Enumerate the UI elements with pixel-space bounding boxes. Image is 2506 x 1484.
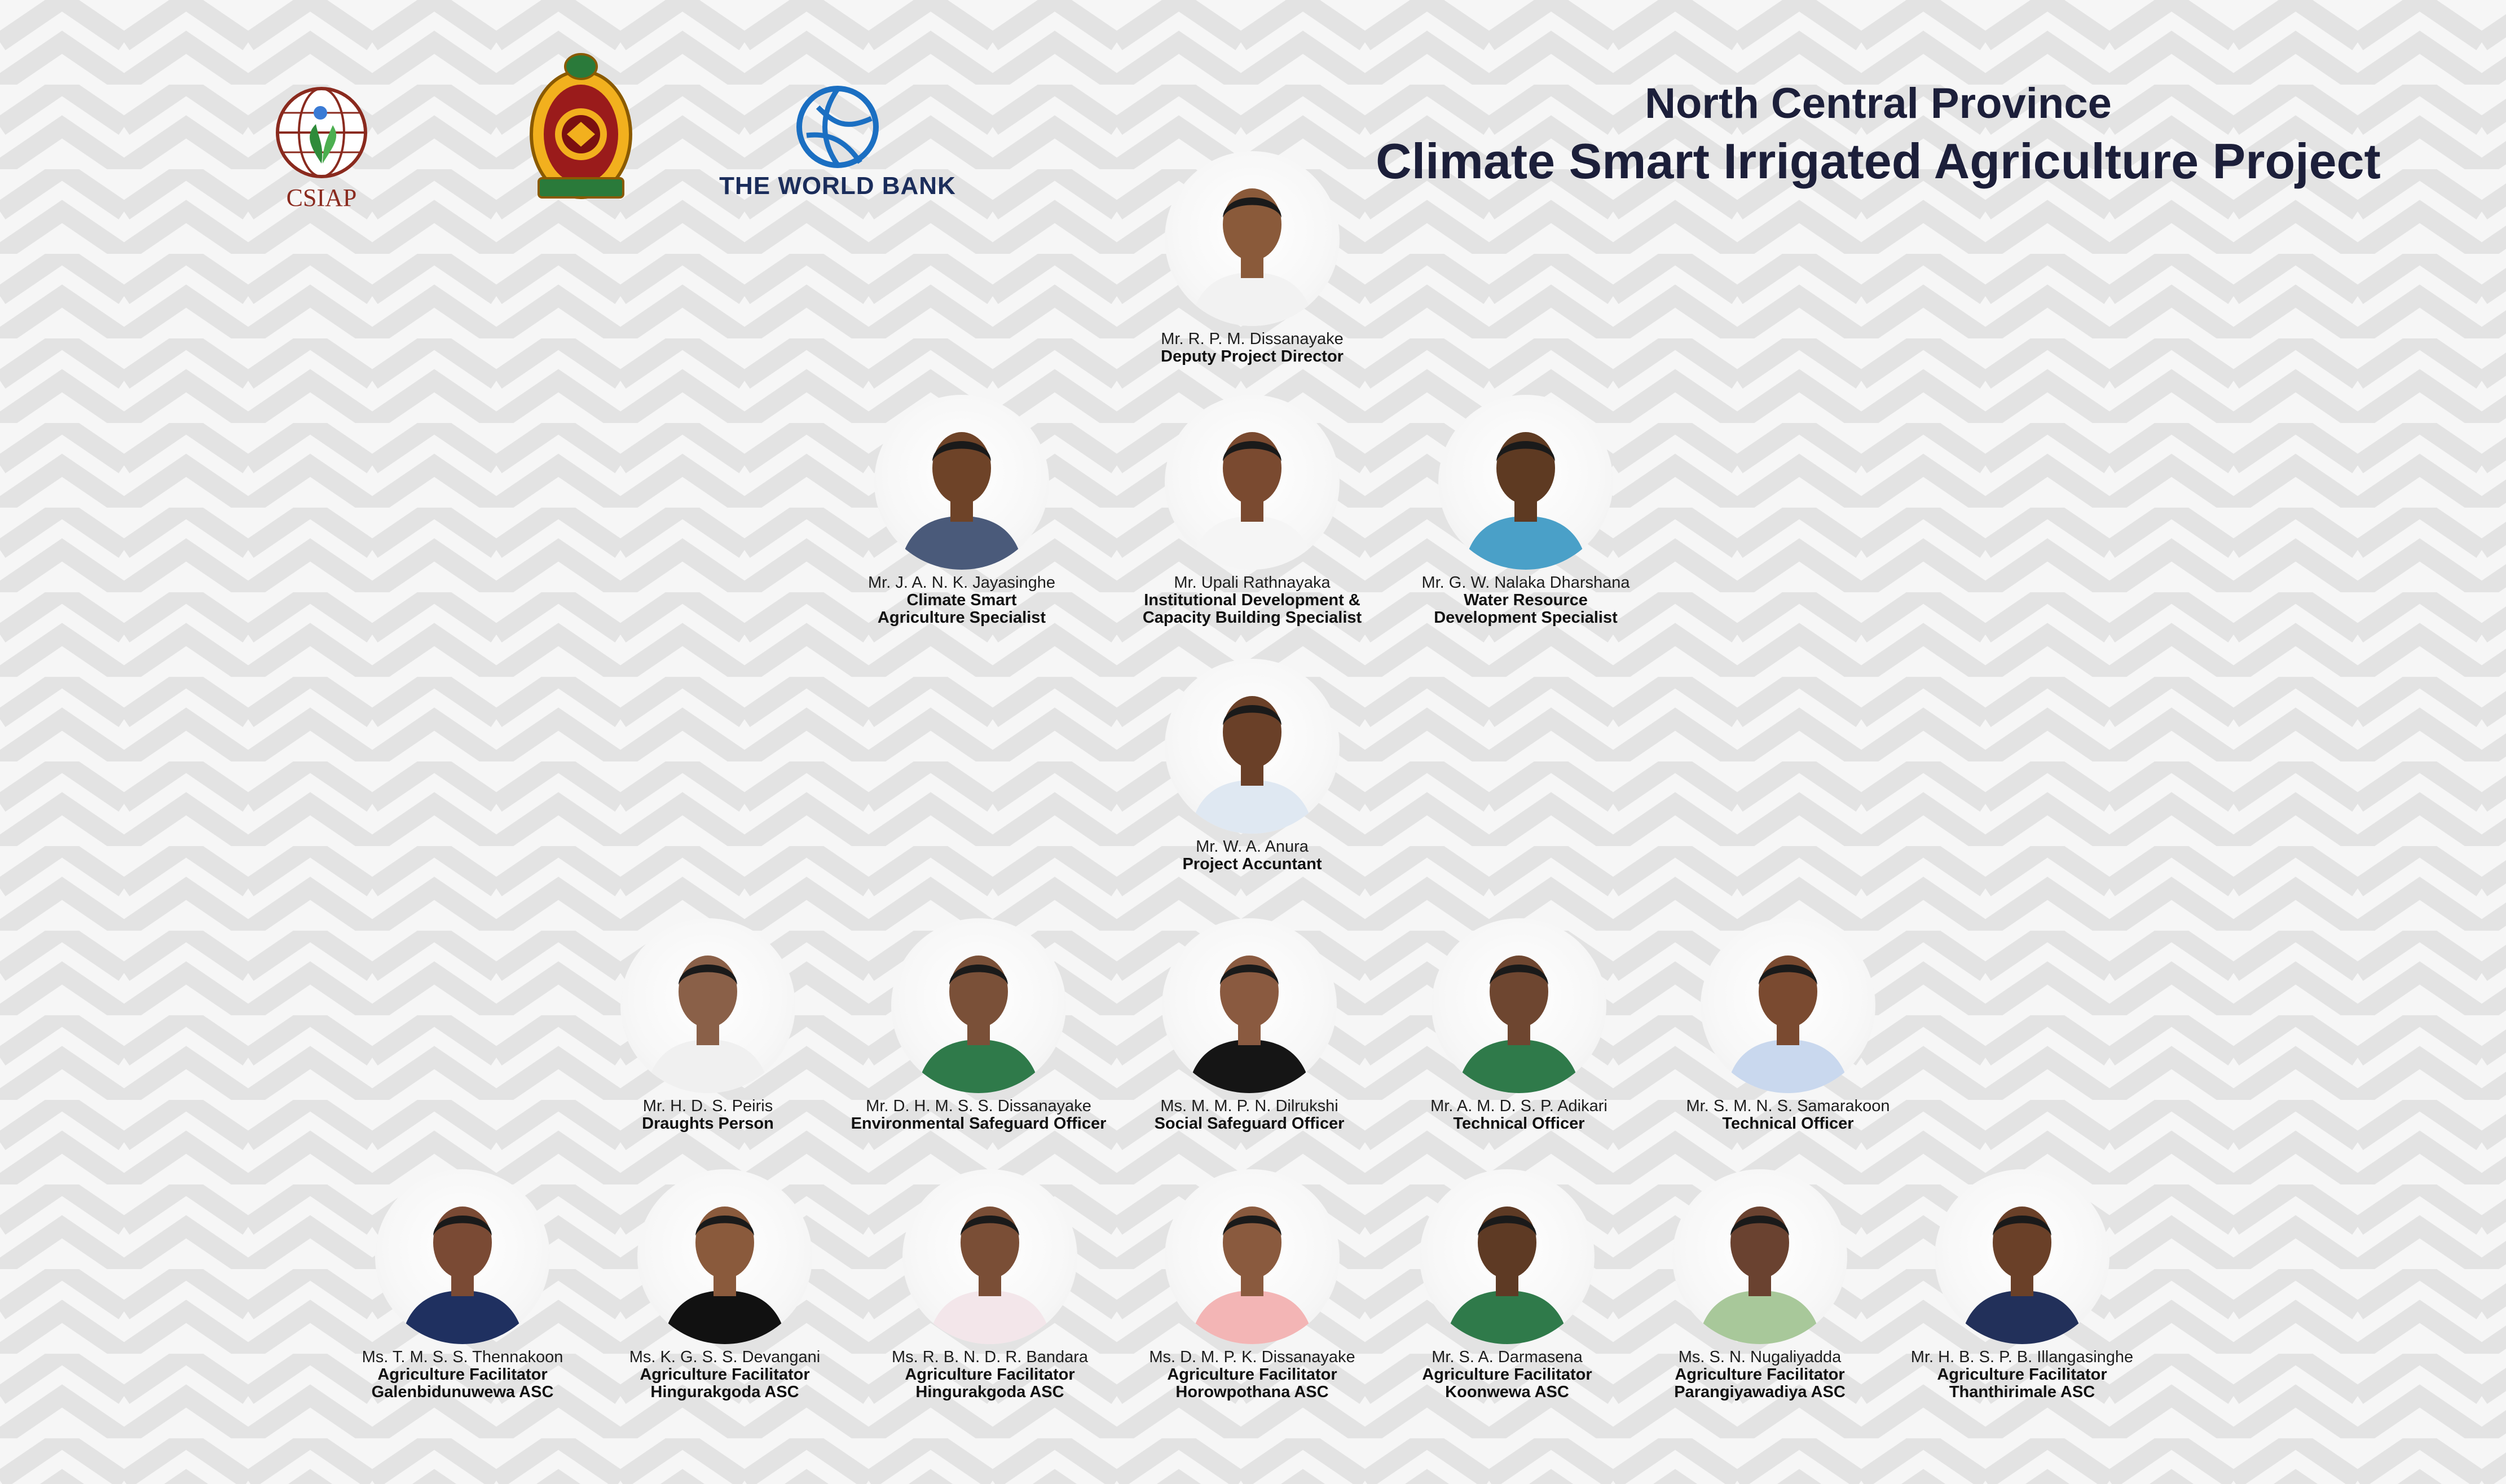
member-name: Mr. S. A. Darmasena (1432, 1348, 1583, 1366)
world-bank-logo: THE WORLD BANK (719, 85, 956, 200)
portrait-photo (620, 918, 795, 1093)
title-province: North Central Province (1645, 80, 2112, 127)
member-role: Deputy Project Director (1161, 347, 1344, 366)
portrait-photo (1935, 1169, 2109, 1344)
member-name: Mr. Upali Rathnayaka (1174, 574, 1331, 592)
member-role: Agriculture Facilitator Thanthirimale AS… (1937, 1366, 2107, 1401)
member-name: Ms. M. M. P. N. Dilrukshi (1160, 1097, 1338, 1115)
member-role: Social Safeguard Officer (1154, 1115, 1345, 1133)
world-bank-globe-icon (796, 86, 879, 168)
portrait-photo (874, 395, 1049, 570)
member-role: Water Resource Development Specialist (1434, 591, 1618, 627)
member-name: Ms. K. G. S. S. Devangani (629, 1348, 821, 1366)
portrait-photo (1432, 918, 1606, 1093)
title-project: Climate Smart Irrigated Agriculture Proj… (1376, 133, 2381, 189)
member-role: Agriculture Facilitator Galenbidunuwewa … (371, 1366, 554, 1401)
member-role: Environmental Safeguard Officer (851, 1115, 1107, 1133)
member-role: Technical Officer (1453, 1115, 1585, 1133)
member-name: Mr. D. H. M. S. S. Dissanayake (866, 1097, 1091, 1115)
portrait-photo (1165, 1169, 1340, 1344)
portrait-photo (1420, 1169, 1595, 1344)
world-bank-label: THE WORLD BANK (719, 172, 956, 200)
member-role: Agriculture Facilitator Hingurakgoda ASC (905, 1366, 1075, 1401)
member-name: Ms. R. B. N. D. R. Bandara (891, 1348, 1089, 1366)
globe-icon (276, 87, 367, 178)
member-role: Climate Smart Agriculture Specialist (877, 591, 1046, 627)
portrait-photo (1165, 151, 1340, 326)
portrait-photo (1701, 918, 1875, 1093)
member-name: Mr. H. D. S. Peiris (642, 1097, 773, 1115)
member-name: Mr. W. A. Anura (1196, 838, 1309, 856)
portrait-photo (375, 1169, 550, 1344)
member-role: Agriculture Facilitator Parangiyawadiya … (1674, 1366, 1846, 1401)
portrait-photo (1165, 659, 1340, 834)
member-name: Mr. G. W. Nalaka Dharshana (1421, 574, 1630, 592)
csiap-logo: CSIAP (271, 85, 372, 212)
member-role: Project Accuntant (1182, 855, 1322, 873)
portrait-photo (1672, 1169, 1847, 1344)
member-role: Institutional Development & Capacity Bui… (1142, 591, 1362, 627)
member-name: Mr. A. M. D. S. P. Adikari (1430, 1097, 1607, 1115)
portrait-photo (1165, 395, 1340, 570)
member-name: Mr. J. A. N. K. Jayasinghe (867, 574, 1056, 592)
portrait-photo (1162, 918, 1337, 1093)
csiap-label: CSIAP (286, 184, 357, 212)
member-name: Ms. S. N. Nugaliyadda (1678, 1348, 1842, 1366)
member-name: Mr. H. B. S. P. B. Illangasinghe (1910, 1348, 2134, 1366)
member-name: Mr. S. M. N. S. Samarakoon (1686, 1097, 1890, 1115)
member-role: Draughts Person (642, 1115, 774, 1133)
member-name: Ms. D. M. P. K. Dissanayake (1149, 1348, 1355, 1366)
member-name: Ms. T. M. S. S. Thennakoon (362, 1348, 563, 1366)
member-role: Agriculture Facilitator Horowpothana ASC (1167, 1366, 1337, 1401)
member-name: Mr. R. P. M. Dissanayake (1161, 330, 1344, 348)
sri-lanka-emblem (527, 50, 635, 205)
member-role: Agriculture Facilitator Hingurakgoda ASC (640, 1366, 810, 1401)
portrait-photo (902, 1169, 1077, 1344)
member-role: Agriculture Facilitator Koonwewa ASC (1422, 1366, 1592, 1401)
portrait-photo (891, 918, 1066, 1093)
member-role: Technical Officer (1722, 1115, 1854, 1133)
portrait-photo (1438, 395, 1613, 570)
portrait-photo (637, 1169, 812, 1344)
